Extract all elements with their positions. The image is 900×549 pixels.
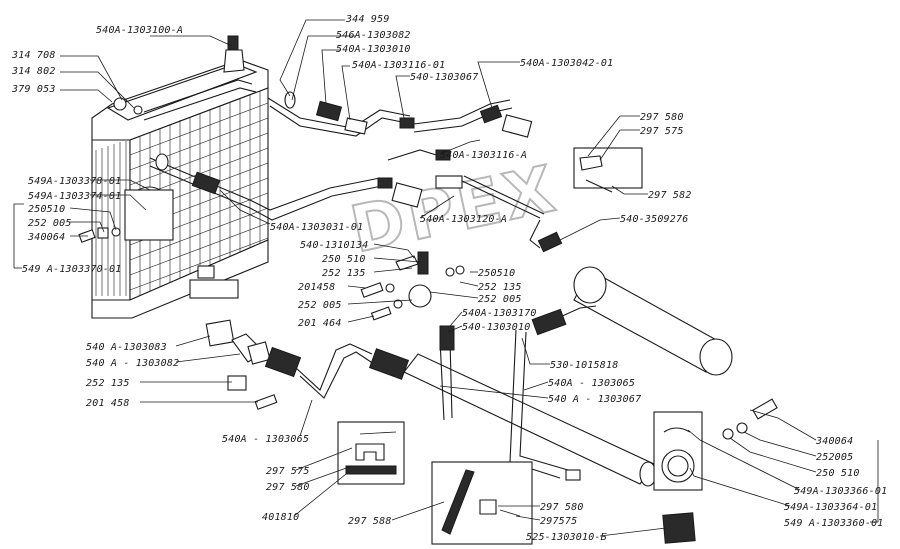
callout-label: 297 580: [540, 502, 584, 513]
callout-label: 540-1303010: [462, 322, 530, 333]
callout-label: 250510: [478, 268, 515, 279]
leader-lines: [13, 19, 879, 537]
middle-fasteners: [360, 251, 465, 321]
callout-label: 314 802: [11, 66, 56, 77]
callout-label: 297575: [540, 516, 577, 527]
callout-label: 401810: [262, 512, 299, 523]
callout-label: 297 580: [266, 482, 310, 493]
callout-label: 540А-1303010: [336, 44, 411, 55]
callout-label: 379 053: [11, 84, 56, 95]
callout-label: 549А-1303366-01: [794, 486, 887, 497]
callout-label: 540А-1303031-01: [270, 222, 363, 233]
callout-label: 540А-1303170: [462, 308, 537, 319]
callout-label: 540-3509276: [620, 214, 688, 225]
callout-label: 540А-1303120-А: [420, 214, 507, 225]
watermark: DPEX: [345, 152, 565, 268]
callout-label: 540-1310134: [300, 240, 368, 251]
callout-label: 201 458: [86, 398, 130, 409]
right-clamp-group: [653, 398, 778, 544]
callout-label: 549А-1303364-01: [784, 502, 877, 513]
callout-label: 540А-1303100-А: [96, 25, 183, 36]
callout-label: 297 588: [348, 516, 392, 527]
callout-label: 252 005: [298, 300, 342, 311]
callout-label: 549 А-1303360-01: [784, 518, 884, 529]
callout-label: 340064: [27, 232, 65, 243]
callout-label: 252 005: [28, 218, 72, 229]
callout-label: 540А - 1303065: [222, 434, 309, 445]
callout-label: 540 А - 1303082: [86, 358, 179, 369]
callout-label: 252 135: [478, 282, 522, 293]
callout-label: 297 575: [266, 466, 310, 477]
callout-label: 540-1303067: [410, 72, 478, 83]
callout-label: 250510: [28, 204, 65, 215]
insets: [189, 147, 643, 545]
callout-label: 549 А-1303370-01: [22, 264, 122, 275]
callout-label: 252 135: [86, 378, 130, 389]
callout-label: 297 575: [640, 126, 684, 137]
callout-label: 540А - 1303065: [548, 378, 635, 389]
callout-label: 340064: [815, 436, 853, 447]
fan-shroud-tube: [573, 266, 733, 376]
callout-label: 549А-1303378-01: [28, 176, 121, 187]
callout-label: 540А-1303116-А: [440, 150, 527, 161]
callout-label: 201 464: [298, 318, 342, 329]
callout-label: 540 А - 1303067: [548, 394, 641, 405]
callout-label: 250 510: [322, 254, 366, 265]
callout-label: 549А-1303374-01: [28, 191, 121, 202]
callout-label: 252005: [816, 452, 853, 463]
callout-label: 297 580: [640, 112, 684, 123]
callout-labels: 540А-1303100-А 344 959 546А-1303082 540А…: [11, 14, 887, 543]
callout-label: 250 510: [816, 468, 860, 479]
callout-label: 525-1303010-Б: [526, 532, 607, 543]
callout-label: 546А-1303082: [336, 30, 411, 41]
callout-label: 540А-1303116-01: [352, 60, 445, 71]
callout-label: 201458: [298, 282, 335, 293]
callout-label: 252 135: [322, 268, 366, 279]
callout-label: 344 959: [345, 14, 390, 25]
callout-label: 540 А-1303083: [86, 342, 167, 353]
callout-label: 297 582: [648, 190, 692, 201]
callout-label: 530-1015818: [550, 360, 618, 371]
callout-label: 252 005: [478, 294, 522, 305]
callout-label: 540А-1303042-01: [520, 58, 613, 69]
callout-label: 314 708: [11, 50, 56, 61]
upper-hoses-and-pipes: [149, 91, 563, 253]
